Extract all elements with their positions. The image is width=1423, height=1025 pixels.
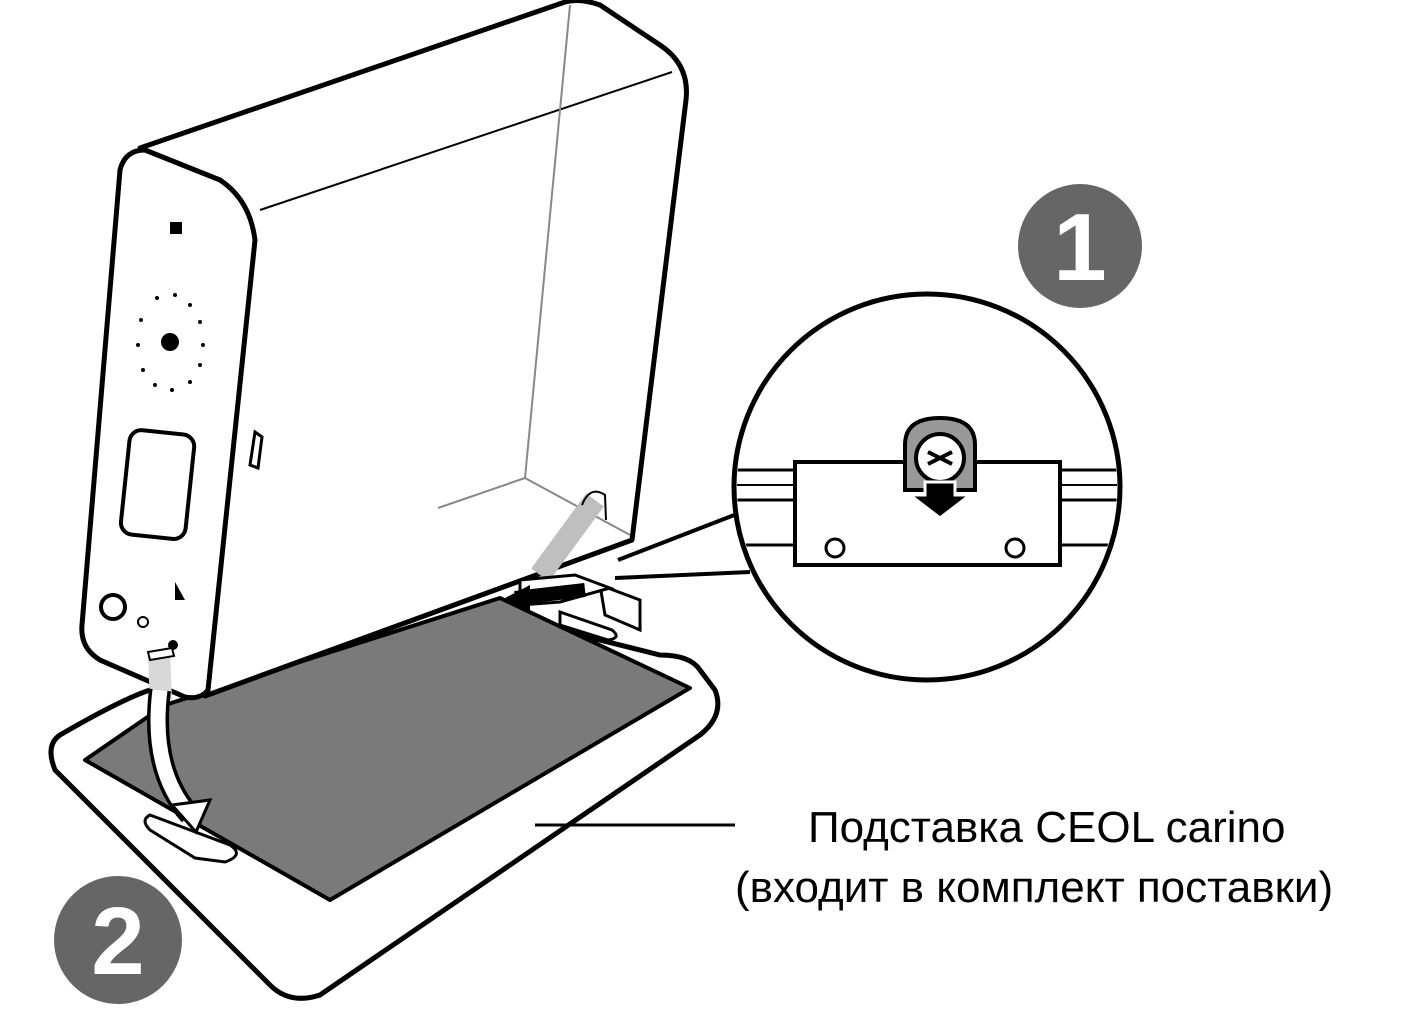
caption-included-note: (входит в комплект поставки) (735, 863, 1334, 912)
down-arrow-icon (905, 480, 975, 520)
caption-stand-name: Подставка CEOL carino (808, 803, 1286, 852)
brand-icon (170, 222, 182, 234)
display (118, 428, 197, 541)
volume-dial-dots (136, 293, 205, 392)
volume-knob (161, 333, 179, 351)
svg-text:1: 1 (1053, 194, 1106, 301)
stand-base (48, 596, 735, 1001)
power-button-icon (99, 593, 127, 621)
step-1-badge: 1 (1018, 184, 1142, 308)
svg-text:2: 2 (91, 888, 144, 995)
detail-magnifier (614, 291, 1123, 683)
step-2-badge: 2 (54, 876, 182, 1004)
ceol-carino-unit (79, 0, 689, 705)
